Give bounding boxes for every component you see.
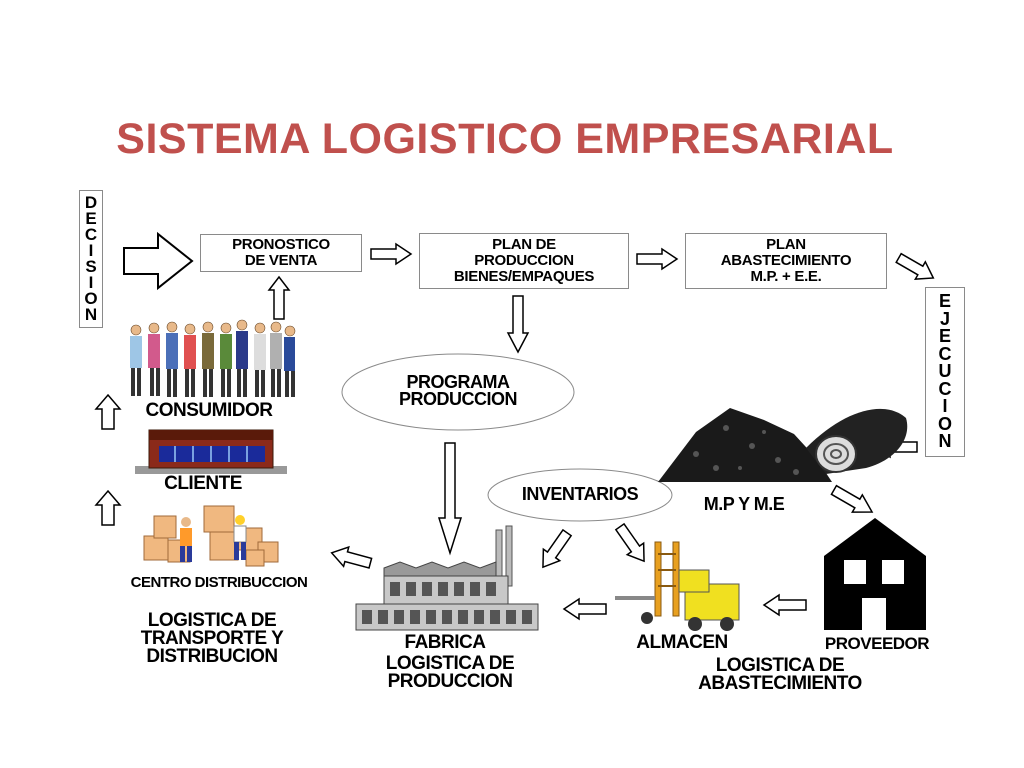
arrow-left-icon bbox=[330, 545, 373, 569]
raw-materials-icon bbox=[658, 408, 908, 482]
arrow-up-icon bbox=[94, 489, 122, 526]
inventarios-label: INVENTARIOS bbox=[521, 484, 639, 504]
ejecucion-letter: E bbox=[938, 326, 951, 347]
decision-letter: O bbox=[84, 289, 98, 308]
arrow-down-icon bbox=[437, 442, 463, 556]
house-icon bbox=[824, 518, 926, 630]
page-title: SISTEMA LOGISTICO EMPRESARIAL bbox=[116, 115, 894, 163]
centro-label: CENTRO DISTRIBUCCION bbox=[130, 574, 308, 591]
decision-letter: E bbox=[85, 209, 97, 228]
decision-box: D E C I S I O N bbox=[79, 190, 103, 328]
mp-label: M.P Y M.E bbox=[703, 494, 785, 514]
ejecucion-letter: N bbox=[938, 431, 952, 452]
arrow-diagonal-icon bbox=[830, 484, 874, 513]
ejecucion-letter: C bbox=[938, 343, 952, 364]
programa-label: PROGRAMA PRODUCCION bbox=[340, 372, 576, 409]
arrow-up-icon bbox=[94, 393, 122, 430]
ejecucion-letter: J bbox=[939, 308, 950, 329]
programa-ellipse bbox=[341, 353, 575, 431]
pronostico-box: PRONOSTICO DE VENTA bbox=[200, 234, 362, 272]
arrow-right-icon bbox=[636, 247, 679, 271]
plan-produccion-line: PRODUCCION bbox=[474, 252, 574, 269]
factory-icon bbox=[355, 525, 539, 631]
arrow-diagonal-icon bbox=[542, 528, 573, 569]
decision-letter: S bbox=[85, 257, 97, 276]
consumidor-label: CONSUMIDOR bbox=[145, 400, 273, 421]
arrow-down-icon bbox=[506, 295, 530, 354]
produccion-section-label: LOGISTICA DE PRODUCCION bbox=[340, 653, 560, 692]
programa-line: PROGRAMA bbox=[406, 372, 511, 392]
programa-line: PRODUCCION bbox=[398, 389, 518, 409]
proveedor-label: PROVEEDOR bbox=[824, 634, 930, 653]
arrow-right-icon bbox=[123, 231, 194, 291]
pronostico-line: DE VENTA bbox=[244, 252, 318, 269]
fabrica-label: FABRICA bbox=[404, 632, 486, 653]
arrow-left-icon bbox=[562, 597, 607, 621]
arrow-diagonal-icon bbox=[614, 522, 645, 563]
ejecucion-letter: U bbox=[938, 361, 952, 382]
warehouse-boxes-icon bbox=[143, 505, 279, 567]
ejecucion-letter: I bbox=[942, 396, 948, 417]
abastecimiento-line: ABASTECIMIENTO bbox=[698, 673, 862, 694]
plan-produccion-line: BIENES/EMPAQUES bbox=[453, 268, 595, 285]
transporte-line: DISTRIBUCION bbox=[146, 646, 278, 667]
abastecimiento-line: LOGISTICA DE bbox=[715, 655, 845, 676]
ejecucion-letter: C bbox=[938, 378, 952, 399]
store-icon bbox=[135, 429, 287, 474]
decision-letter: N bbox=[84, 305, 98, 324]
almacen-label: ALMACEN bbox=[636, 632, 728, 653]
plan-produccion-line: PLAN DE bbox=[492, 236, 556, 253]
forklift-icon bbox=[615, 541, 740, 631]
abastecimiento-section-label: LOGISTICA DE ABASTECIMIENTO bbox=[640, 655, 920, 694]
produccion-line: LOGISTICA DE bbox=[385, 653, 515, 674]
consumer-group-icon bbox=[130, 319, 296, 397]
decision-letter: I bbox=[88, 273, 94, 292]
decision-letter: I bbox=[88, 241, 94, 260]
arrow-up-icon bbox=[267, 275, 291, 320]
inventarios-ellipse bbox=[487, 468, 673, 522]
transporte-line: LOGISTICA DE bbox=[147, 610, 277, 631]
decision-letter: C bbox=[84, 225, 98, 244]
pronostico-line: PRONOSTICO bbox=[232, 236, 330, 253]
plan-abastecimiento-line: M.P. + E.E. bbox=[750, 268, 822, 285]
arrow-diagonal-icon bbox=[895, 252, 935, 280]
plan-produccion-box: PLAN DE PRODUCCION BIENES/EMPAQUES bbox=[419, 233, 629, 289]
ejecucion-letter: E bbox=[938, 291, 951, 312]
plan-abastecimiento-line: ABASTECIMIENTO bbox=[720, 252, 852, 269]
transporte-line: TRANSPORTE Y bbox=[140, 628, 284, 649]
ejecucion-box: E J E C U C I O N bbox=[925, 287, 965, 457]
cliente-label: CLIENTE bbox=[164, 473, 242, 494]
plan-abastecimiento-box: PLAN ABASTECIMIENTO M.P. + E.E. bbox=[685, 233, 887, 289]
produccion-line: PRODUCCION bbox=[387, 671, 513, 692]
decision-letter: D bbox=[84, 193, 98, 212]
arrow-right-icon bbox=[370, 242, 413, 266]
transporte-section-label: LOGISTICA DE TRANSPORTE Y DISTRIBUCION bbox=[104, 610, 320, 667]
plan-abastecimiento-line: PLAN bbox=[766, 236, 806, 253]
ejecucion-letter: O bbox=[937, 413, 952, 434]
arrow-left-icon bbox=[762, 593, 807, 617]
